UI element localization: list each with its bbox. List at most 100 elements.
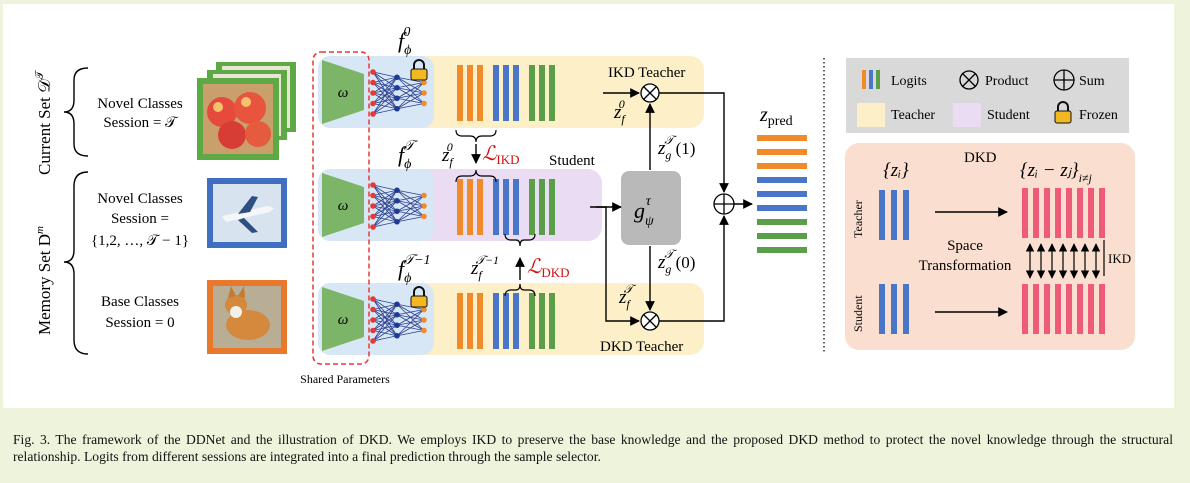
set-diff: {zᵢ − zⱼ}i≠j [1020,160,1093,185]
dkd-student-bar [891,284,897,334]
brace-ikd [455,129,497,143]
mlp-node [370,296,376,302]
sum-icon [713,193,735,215]
z-g-1: zg𝒯(1) [657,133,695,162]
mlp-node [421,213,427,220]
mlp-node [421,100,427,107]
mlp-edge [372,190,398,228]
logits-bot [457,293,555,349]
z-pred-label: zpred [759,104,793,129]
legend-box [846,58,1129,133]
dog-image [207,280,287,354]
mlp-edge [396,195,425,223]
mlp-edge [372,200,398,228]
dkd-teacher-bar [891,190,897,240]
dkd-student-diff-bar [1055,284,1061,334]
logit-bar [467,65,473,121]
shared-parameters-box [312,51,370,365]
mlp-node [370,317,376,323]
mlp-edge [396,76,425,83]
mlp-edge [396,205,425,223]
mlp-node [394,218,400,225]
mlp-edge [372,303,398,310]
logit-bar [467,179,473,235]
mlp-node [370,90,376,96]
mlp-node [394,187,400,194]
logit-bar [539,293,545,349]
mlp-node [394,332,400,339]
f-phi-bot: fϕ𝒯−1 [398,253,431,286]
mlp-edge [372,324,398,342]
pred-bar [757,233,807,239]
dkd-student-bar [903,284,909,334]
logit-bar [529,65,535,121]
logit-bar [477,65,483,121]
space-label: Space [947,238,983,254]
logit-bar [539,179,545,235]
pred-bar [757,149,807,155]
mlp-edge [372,189,398,217]
mlp-node [370,327,376,334]
mlp-edge [396,309,425,326]
dkd-teacher-label: DKD Teacher [600,339,683,355]
mlp-edge [372,76,398,104]
student-label: Student [549,153,596,169]
dkd-student-diff-bar [1022,284,1028,334]
logit-bar [477,293,483,349]
dkd-panel [845,143,1135,350]
legend-logits-icon [862,70,880,89]
pred-bar [757,247,807,253]
mlp-node [370,213,376,220]
mlp-edge [396,319,425,337]
mlp-edge [396,195,425,202]
legend-student: Student [987,108,1030,123]
mlp-node [421,90,427,96]
mlp-edge [396,92,425,110]
mlp-node [421,306,427,313]
logit-bar [549,293,555,349]
sample-selector-label: gψτ [634,194,654,229]
mlp-node [394,95,400,102]
logit-bar [467,293,473,349]
dkd-teacher-label: Teacher [851,200,865,238]
dkd-teacher-diff-bar [1055,188,1061,238]
mlp-edge [396,309,425,316]
brace-memory [63,171,89,355]
lock-icon [410,59,428,81]
legend-logits: Logits [891,74,927,89]
f-phi-mid: fϕ𝒯 [398,139,418,172]
mlp-edge [372,189,398,196]
mlp-edge [396,309,425,337]
brace-student-bot [504,233,536,247]
logit-bar [503,65,509,121]
mlp-edge [396,103,425,110]
mlp-node [394,301,400,308]
ikd-teacher-label: IKD Teacher [608,65,685,81]
logit-bar [549,179,555,235]
mlp-mid [370,182,427,230]
logit-bar [549,65,555,121]
logit-bar [493,65,499,121]
legend-product: Product [985,74,1029,89]
airplane-image [207,178,287,248]
pred-bar [757,191,807,197]
mlp-node [394,311,400,318]
mlp-edge [372,108,398,115]
omega-block-mid [322,173,364,237]
logit-bar [457,179,463,235]
logits-mid [457,179,555,235]
mlp-edge [372,76,398,94]
arrow-bot-product-to-sum [659,215,729,322]
row-top-label-2: Session = 𝒯 [103,115,179,131]
mlp-node [370,69,376,75]
arrow-student-to-bot-product [596,206,640,326]
transformation-label: Transformation [919,258,1012,274]
legend-lock-icon [1054,101,1072,124]
z-f-0-near-product: zf0 [613,97,626,126]
mlp-node [421,327,427,334]
product-icon [640,311,660,331]
mlp-node [370,111,376,117]
loss-ikd: ℒIKD [482,143,520,167]
sample-selector-block [621,171,681,245]
mlp-edge [372,221,398,228]
